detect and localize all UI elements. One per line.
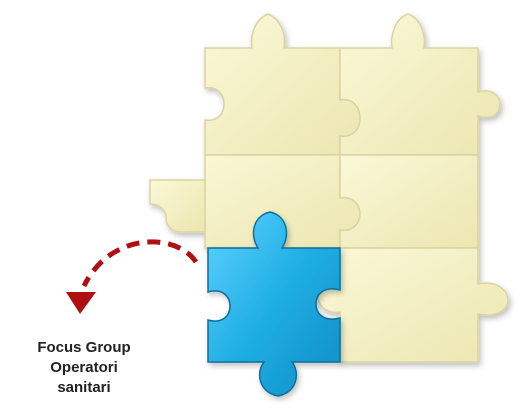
puzzle-grid [149,13,509,363]
puzzle-piece-icon [339,154,479,249]
blue-puzzle-piece-icon [207,211,341,397]
puzzle-piece-icon [339,13,501,156]
puzzle-piece-icon [317,247,509,363]
caption-line-1: Focus Group [37,339,131,356]
caption-line-3: sanitari [57,379,111,396]
puzzle-piece-icon [149,179,206,233]
caption-line-2: Operatori [50,359,118,376]
puzzle-piece-icon [204,13,361,156]
curved-dashed-arrow-icon [66,239,199,314]
focus-group-caption: Focus Group Operatori sanitari [6,338,162,398]
